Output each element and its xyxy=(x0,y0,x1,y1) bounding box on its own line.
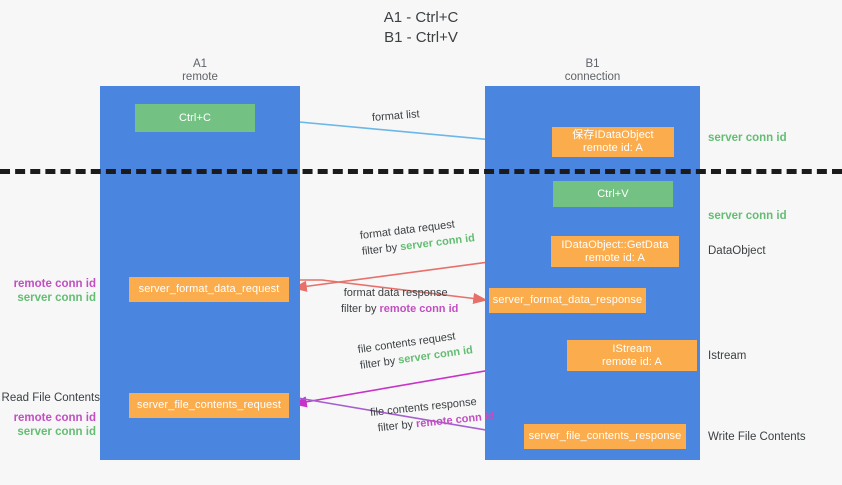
flow-label-format-data-response-filter: filter by remote conn id xyxy=(333,301,458,317)
filter-prefix: filter by xyxy=(341,303,380,315)
label-server-conn-id-second: server conn id xyxy=(708,210,787,222)
label-dataobject: DataObject xyxy=(708,245,766,257)
column-header-b1: B1 connection xyxy=(564,58,621,83)
arrow-format-data-response xyxy=(300,279,488,305)
label-read-file-contents: Read File Contents xyxy=(1,392,100,404)
label-conn-ids-format: remote conn id server conn id xyxy=(0,277,96,305)
filter-prefix: filter by xyxy=(361,241,401,258)
box-server-file-contents-response[interactable]: server_file_contents_response xyxy=(524,424,686,449)
column-header-a1: A1 remote xyxy=(182,58,218,83)
box-server-file-contents-request[interactable]: server_file_contents_request xyxy=(129,393,289,418)
page-title: A1 - Ctrl+C B1 - Ctrl+V xyxy=(383,9,459,46)
label-server-conn-id-top: server conn id xyxy=(708,132,787,144)
filter-prefix: filter by xyxy=(377,418,417,435)
box-server-format-data-response[interactable]: server_format_data_response xyxy=(489,288,646,313)
label-remote-conn-id-1: remote conn id xyxy=(13,278,96,290)
flow-label-format-data-response: format data response filter by remote co… xyxy=(333,285,458,317)
label-server-conn-id-1: server conn id xyxy=(17,292,96,304)
filter-value-remote-conn-id: remote conn id xyxy=(379,303,459,315)
box-idataobject[interactable]: 保存IDataObject remote id: A xyxy=(552,127,674,157)
flow-label-format-data-response-title: format data response xyxy=(343,287,448,299)
label-write-file-contents: Write File Contents xyxy=(708,431,806,443)
box-idataobject-getdata[interactable]: IDataObject::GetData remote id: A xyxy=(551,236,679,267)
box-ctrl-v[interactable]: Ctrl+V xyxy=(553,181,673,207)
label-istream: Istream xyxy=(708,350,747,362)
label-server-conn-id-2: server conn id xyxy=(17,426,96,438)
box-istream[interactable]: IStream remote id: A xyxy=(567,340,697,371)
label-remote-conn-id-2: remote conn id xyxy=(13,412,96,424)
arrow-file-contents-response xyxy=(297,397,523,440)
filter-prefix: filter by xyxy=(359,354,400,372)
box-ctrl-c[interactable]: Ctrl+C xyxy=(135,104,255,132)
label-conn-ids-file: remote conn id server conn id xyxy=(0,411,96,439)
box-server-format-data-request[interactable]: server_format_data_request xyxy=(129,277,289,302)
dashed-divider-icon xyxy=(0,169,842,174)
